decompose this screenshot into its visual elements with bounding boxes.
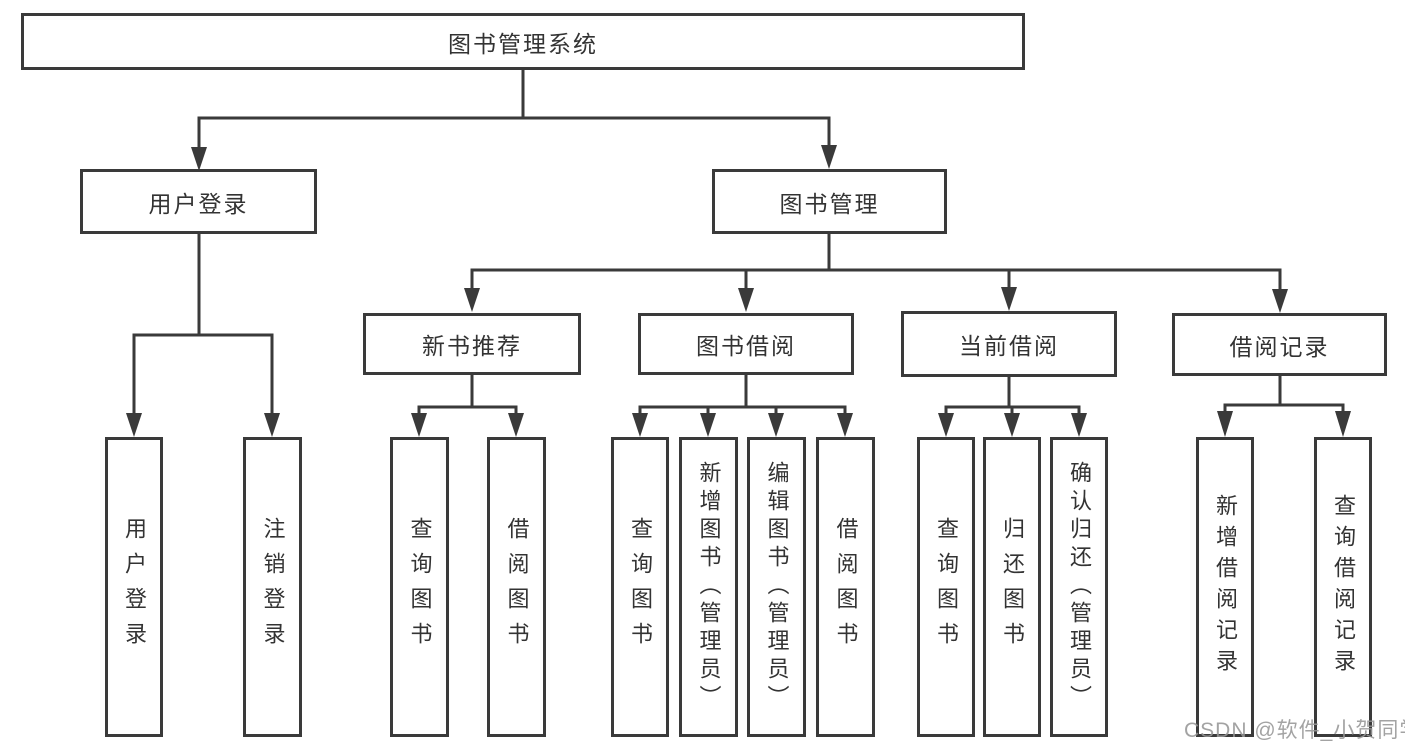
leaf-add-book-admin-label: 新增图书（管理员） (696, 461, 722, 713)
connector-new-book-children (411, 375, 524, 437)
node-root-label: 图书管理系统 (448, 30, 598, 57)
leaf-query-book-borrow-label: 查询图书 (628, 517, 653, 657)
leaf-borrow-book-label: 借阅图书 (833, 517, 859, 657)
connector-borrow-records-children (1217, 375, 1351, 437)
leaf-query-borrow-record: 查询借阅记录 (1314, 437, 1372, 737)
leaf-borrow-book-recommend-label: 借阅图书 (504, 517, 530, 657)
leaf-user-login: 用户登录 (105, 437, 163, 737)
leaf-return-book-label: 归还图书 (1000, 517, 1025, 657)
node-current-borrow-label: 当前借阅 (959, 333, 1059, 359)
node-book-borrow: 图书借阅 (638, 313, 854, 375)
leaf-logout: 注销登录 (243, 437, 302, 737)
leaf-query-book-recommend: 查询图书 (390, 437, 449, 737)
leaf-query-book-recommend-label: 查询图书 (407, 517, 433, 657)
connector-current-borrow-children (938, 375, 1087, 437)
connector-user-login-children (126, 234, 280, 437)
node-user-login-label: 用户登录 (148, 190, 249, 217)
leaf-edit-book-admin: 编辑图书（管理员） (747, 437, 806, 737)
node-new-book-recommend-label: 新书推荐 (422, 333, 522, 359)
node-book-management-label: 图书管理 (779, 190, 880, 217)
leaf-borrow-book: 借阅图书 (816, 437, 875, 737)
node-new-book-recommend: 新书推荐 (363, 313, 581, 375)
leaf-query-borrow-record-label: 查询借阅记录 (1331, 494, 1356, 680)
leaf-query-book-current: 查询图书 (917, 437, 975, 737)
leaf-query-book-borrow: 查询图书 (611, 437, 669, 737)
leaf-edit-book-admin-label: 编辑图书（管理员） (764, 461, 790, 713)
leaf-borrow-book-recommend: 借阅图书 (487, 437, 546, 737)
leaf-query-book-current-label: 查询图书 (934, 517, 959, 657)
leaf-logout-label: 注销登录 (260, 517, 286, 657)
leaf-add-book-admin: 新增图书（管理员） (679, 437, 738, 737)
node-current-borrow: 当前借阅 (901, 311, 1117, 377)
leaf-add-borrow-record: 新增借阅记录 (1196, 437, 1254, 737)
leaf-confirm-return-admin: 确认归还（管理员） (1050, 437, 1108, 737)
leaf-user-login-label: 用户登录 (122, 517, 147, 657)
leaf-return-book: 归还图书 (983, 437, 1041, 737)
node-root: 图书管理系统 (21, 13, 1025, 70)
node-book-management: 图书管理 (712, 169, 947, 234)
csdn-watermark: CSDN @软件_小贺同学 (1184, 719, 1405, 742)
connector-book-mgmt-level3 (464, 234, 1288, 313)
node-book-borrow-label: 图书借阅 (696, 333, 796, 359)
leaf-confirm-return-admin-label: 确认归还（管理员） (1067, 461, 1092, 713)
connector-book-borrow-children (632, 375, 853, 437)
connector-root-level2 (191, 70, 837, 171)
leaf-add-borrow-record-label: 新增借阅记录 (1213, 494, 1238, 680)
node-borrow-records-label: 借阅记录 (1229, 333, 1330, 360)
node-borrow-records: 借阅记录 (1172, 313, 1387, 376)
node-user-login: 用户登录 (80, 169, 317, 234)
